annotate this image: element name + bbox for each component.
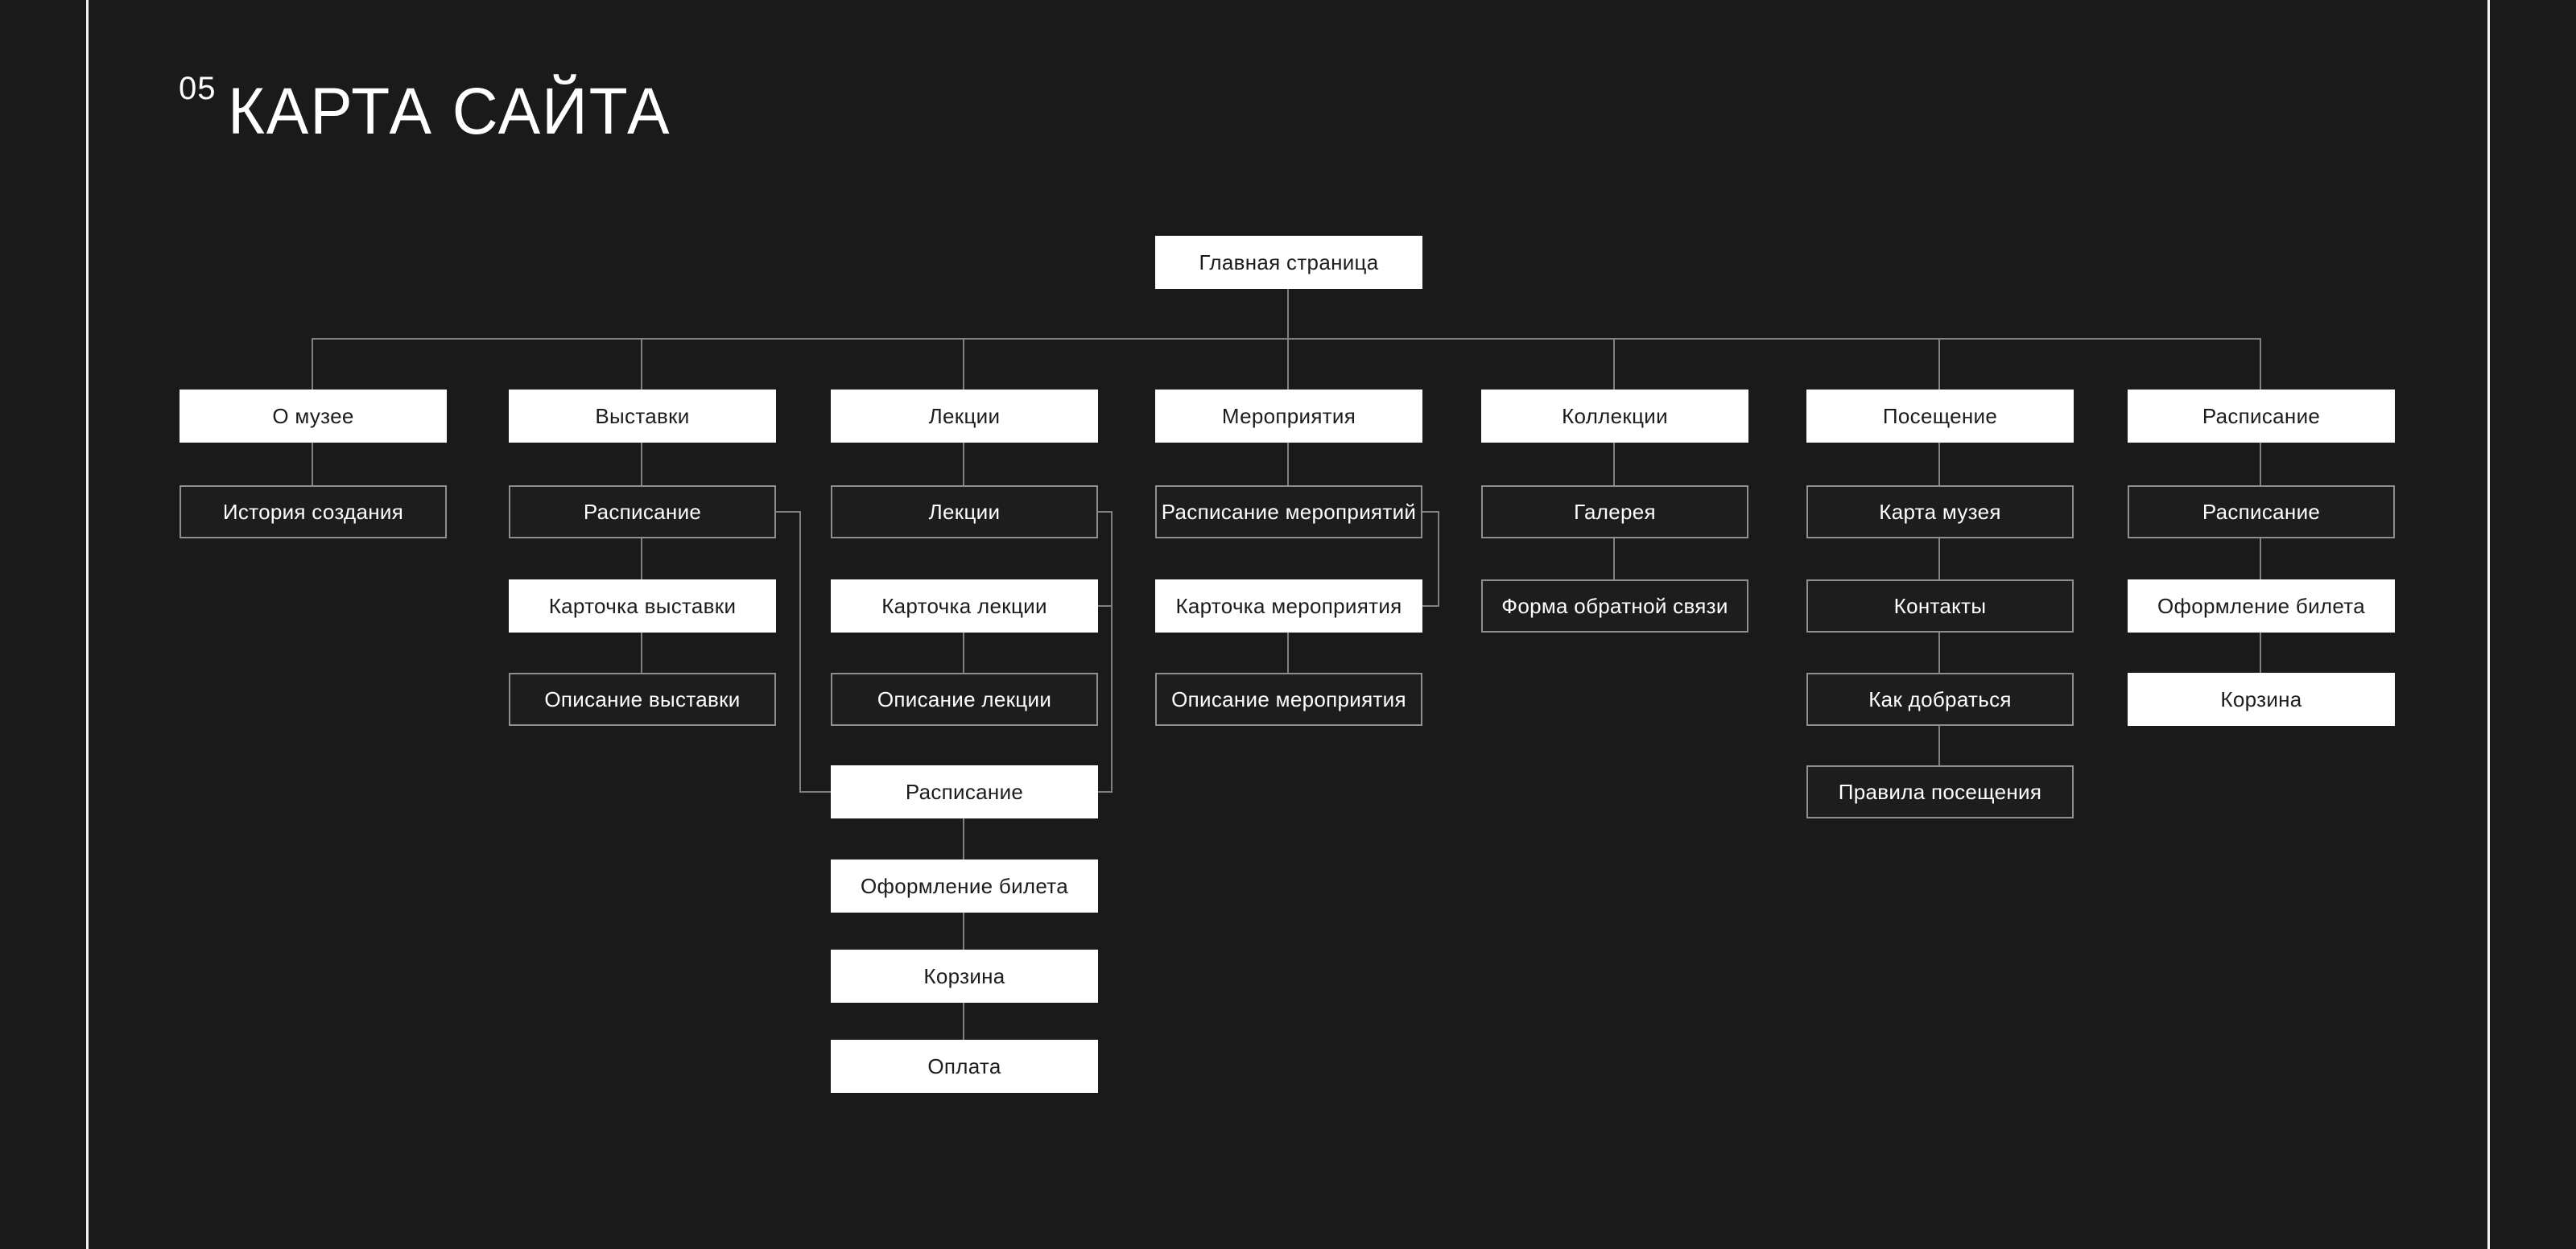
connector-drop-about <box>312 338 313 390</box>
node-home: Главная страница <box>1155 236 1422 289</box>
node-lecture-description: Описание лекции <box>831 673 1098 726</box>
connector <box>1938 633 1940 673</box>
node-schedule-sub: Расписание <box>2128 485 2395 538</box>
connector-bracket <box>799 791 831 793</box>
connector <box>1938 726 1940 765</box>
left-frame-line <box>86 0 89 1249</box>
node-feedback-form: Форма обратной связи <box>1481 579 1748 633</box>
connector <box>1938 538 1940 579</box>
connector <box>2260 443 2261 485</box>
node-lectures-list: Лекции <box>831 485 1098 538</box>
node-museum-map: Карта музея <box>1806 485 2074 538</box>
node-visiting: Посещение <box>1806 390 2074 443</box>
page-title: КАРТА САЙТА <box>228 75 671 148</box>
node-how-to-get: Как добраться <box>1806 673 2074 726</box>
connector <box>641 538 642 579</box>
connector <box>1287 633 1289 673</box>
connector <box>641 633 642 673</box>
node-visiting-rules: Правила посещения <box>1806 765 2074 818</box>
node-exhibition-description: Описание выставки <box>509 673 776 726</box>
connector-bracket <box>1111 511 1113 793</box>
connector-bracket <box>799 511 801 793</box>
connector-root-drop <box>1287 289 1289 339</box>
connector-bracket <box>1098 511 1113 513</box>
node-payment: Оплата <box>831 1040 1098 1093</box>
node-lectures: Лекции <box>831 390 1098 443</box>
node-lecture-card: Карточка лекции <box>831 579 1098 633</box>
connector <box>1287 443 1289 485</box>
connector <box>1613 443 1615 485</box>
node-schedule: Расписание <box>2128 390 2395 443</box>
connector <box>963 1003 964 1040</box>
connector-bracket <box>1438 511 1439 607</box>
connector <box>963 443 964 485</box>
node-ticket-checkout: Оформление билета <box>831 859 1098 913</box>
connector-drop-schedule <box>2260 338 2261 390</box>
node-cart: Корзина <box>831 950 1098 1003</box>
node-exhibitions: Выставки <box>509 390 776 443</box>
connector <box>963 913 964 950</box>
right-frame-line <box>2487 0 2490 1249</box>
connector <box>312 443 313 485</box>
connector <box>2260 633 2261 673</box>
node-gallery: Галерея <box>1481 485 1748 538</box>
connector-drop-visiting <box>1938 338 1940 390</box>
node-history: История создания <box>180 485 447 538</box>
node-cart-2: Корзина <box>2128 673 2395 726</box>
node-event-description: Описание мероприятия <box>1155 673 1422 726</box>
connector-bracket <box>1422 605 1439 607</box>
node-collections: Коллекции <box>1481 390 1748 443</box>
connector-drop-exhibitions <box>641 338 642 390</box>
node-exhibition-card: Карточка выставки <box>509 579 776 633</box>
connector <box>1613 538 1615 579</box>
node-contacts: Контакты <box>1806 579 2074 633</box>
node-events: Мероприятия <box>1155 390 1422 443</box>
connector <box>641 443 642 485</box>
connector-trunk <box>312 338 2261 340</box>
connector-drop-lectures <box>963 338 964 390</box>
connector <box>1938 443 1940 485</box>
node-ticket-checkout-2: Оформление билета <box>2128 579 2395 633</box>
connector <box>963 633 964 673</box>
connector-bracket <box>776 511 801 513</box>
connector-drop-events <box>1287 338 1289 390</box>
connector-bracket <box>1098 791 1113 793</box>
connector-bracket <box>1098 605 1113 607</box>
connector-drop-collections <box>1613 338 1615 390</box>
section-number: 05 <box>179 71 217 106</box>
node-exhibitions-schedule: Расписание <box>509 485 776 538</box>
connector <box>2260 538 2261 579</box>
node-about-museum: О музее <box>180 390 447 443</box>
connector <box>963 818 964 859</box>
node-event-card: Карточка мероприятия <box>1155 579 1422 633</box>
connector-bracket <box>1422 511 1439 513</box>
node-schedule-shared: Расписание <box>831 765 1098 818</box>
node-events-schedule: Расписание мероприятий <box>1155 485 1422 538</box>
